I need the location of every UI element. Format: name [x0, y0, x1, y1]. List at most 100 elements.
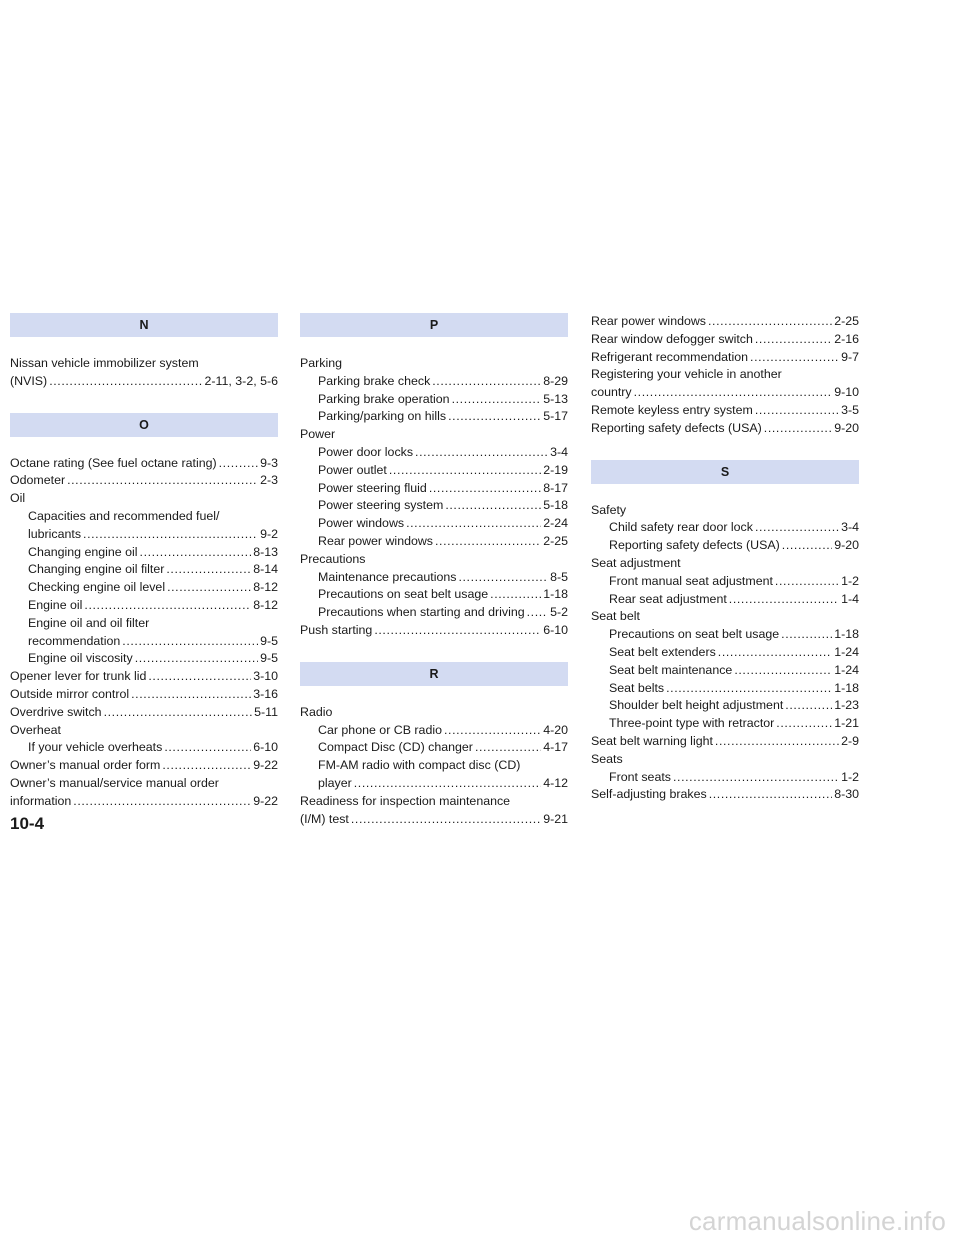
index-subentry: Power door locks3-4 [300, 444, 568, 462]
dot-leader [429, 480, 541, 498]
index-subentry: FM-AM radio with compact disc (CD)player… [300, 757, 568, 793]
entry-text: Radio [300, 704, 333, 719]
page-reference: 5-2 [550, 605, 568, 620]
entry-text-continued: Registering your vehicle in another [591, 367, 782, 382]
index-entry: Oil [10, 490, 278, 508]
index-entry: Remote keyless entry system3-5 [591, 402, 859, 420]
dot-leader [354, 775, 541, 793]
page-reference: 1-23 [834, 698, 859, 713]
index-subentry: Power steering system 5-18 [300, 497, 568, 515]
dot-leader [729, 591, 839, 609]
dot-leader [432, 373, 541, 391]
dot-leader [527, 604, 548, 622]
index-subentry: Changing engine oil8-13 [10, 544, 278, 562]
index-entry: Seat adjustment [591, 555, 859, 573]
entry-text: If your vehicle overheats [28, 740, 163, 755]
entry-text: Parking [300, 356, 343, 370]
section-header-n: N [10, 313, 278, 337]
entry-text: Car phone or CB radio [318, 722, 442, 737]
dot-leader [673, 769, 839, 787]
index-entry: Nissan vehicle immobilizer system(NVIS)2… [10, 355, 278, 391]
entry-text: Compact Disc (CD) changer [318, 740, 473, 755]
dot-leader [131, 686, 251, 704]
page-reference: 4-17 [543, 740, 568, 755]
entry-text: Parking brake check [318, 373, 431, 388]
entry-text: Outside mirror control [10, 686, 130, 701]
dot-leader [67, 472, 258, 490]
entry-text: Self-adjusting brakes [591, 787, 707, 802]
entry-text: Engine oil [28, 597, 83, 612]
page-reference: 9-5 [260, 651, 278, 666]
dot-leader [351, 811, 541, 829]
page-reference: 4-20 [543, 722, 568, 737]
page-reference: 9-10 [834, 385, 859, 400]
entry-text: Rear power windows [591, 314, 707, 328]
entry-text: Rear seat adjustment [609, 591, 727, 606]
page-reference: 3-4 [550, 444, 568, 459]
entry-text: Front manual seat adjustment [609, 573, 773, 588]
index-subentry: Front manual seat adjustment1-2 [591, 573, 859, 591]
index-entry: Readiness for inspection maintenance(I/M… [300, 793, 568, 829]
index-subentry: Precautions when starting and driving5-2 [300, 604, 568, 622]
page-reference: 6-10 [253, 740, 278, 755]
index-entry: Parking [300, 355, 568, 373]
page-reference: 9-22 [253, 793, 278, 808]
dot-leader [83, 526, 258, 544]
entry-text: Seat belt [591, 609, 640, 624]
page-reference: 8-12 [253, 580, 278, 595]
index-subentry: Engine oil 8-12 [10, 597, 278, 615]
page-reference: 8-12 [253, 597, 278, 612]
page-reference: 1-4 [841, 591, 859, 606]
page-reference: 5-18 [543, 498, 568, 513]
page-reference: 9-21 [543, 811, 568, 826]
entry-text: Overheat [10, 722, 61, 737]
page-reference: 8-30 [834, 787, 859, 802]
dot-leader [445, 497, 541, 515]
dot-leader [162, 757, 251, 775]
page-reference: 1-24 [834, 644, 859, 659]
entry-text: Rear power windows [318, 533, 434, 548]
index-subentry: Maintenance precautions8-5 [300, 569, 568, 587]
entry-text: Overdrive switch [10, 704, 102, 719]
page-reference: 9-22 [253, 758, 278, 773]
dot-leader [73, 793, 251, 811]
page-reference: 3-16 [253, 686, 278, 701]
dot-leader [715, 733, 839, 751]
index-entry: Reporting safety defects (USA)9-20 [591, 420, 859, 438]
entry-text: Seat belts [609, 680, 665, 695]
dot-leader [781, 626, 832, 644]
index-entry: Seats [591, 751, 859, 769]
entry-text: Remote keyless entry system [591, 402, 753, 417]
entry-text: Refrigerant recommendation [591, 349, 749, 364]
entry-text: lubricants [28, 526, 82, 541]
index-subentry: Seat belt maintenance1-24 [591, 662, 859, 680]
index-entry: Refrigerant recommendation9-7 [591, 349, 859, 367]
index-subentry: Rear seat adjustment 1-4 [591, 591, 859, 609]
entry-text: Power steering system [318, 498, 444, 513]
index-subentry: Rear power windows2-25 [300, 533, 568, 551]
index-entry: Power [300, 426, 568, 444]
dot-leader [708, 313, 832, 331]
page-reference: 1-24 [834, 662, 859, 677]
index-entry: Rear power windows2-25 [591, 313, 859, 331]
index-entry: Seat belt warning light2-9 [591, 733, 859, 751]
dot-leader [148, 668, 251, 686]
entry-text: Checking engine oil level [28, 580, 166, 595]
index-subentry: Power windows2-24 [300, 515, 568, 533]
index-subentry: Shoulder belt height adjustment1-23 [591, 697, 859, 715]
index-subentry: Car phone or CB radio 4-20 [300, 722, 568, 740]
dot-leader [166, 561, 251, 579]
index-subentry: Precautions on seat belt usage1-18 [300, 586, 568, 604]
index-entry: Precautions [300, 551, 568, 569]
dot-leader [389, 462, 541, 480]
entry-text-continued: Readiness for inspection maintenance [300, 793, 511, 808]
page-reference: 5-13 [543, 391, 568, 406]
dot-leader [785, 697, 832, 715]
entry-text: Precautions [300, 551, 366, 566]
entry-text: Opener lever for trunk lid [10, 669, 147, 684]
index-entry: Overheat [10, 722, 278, 740]
dot-leader [167, 579, 251, 597]
